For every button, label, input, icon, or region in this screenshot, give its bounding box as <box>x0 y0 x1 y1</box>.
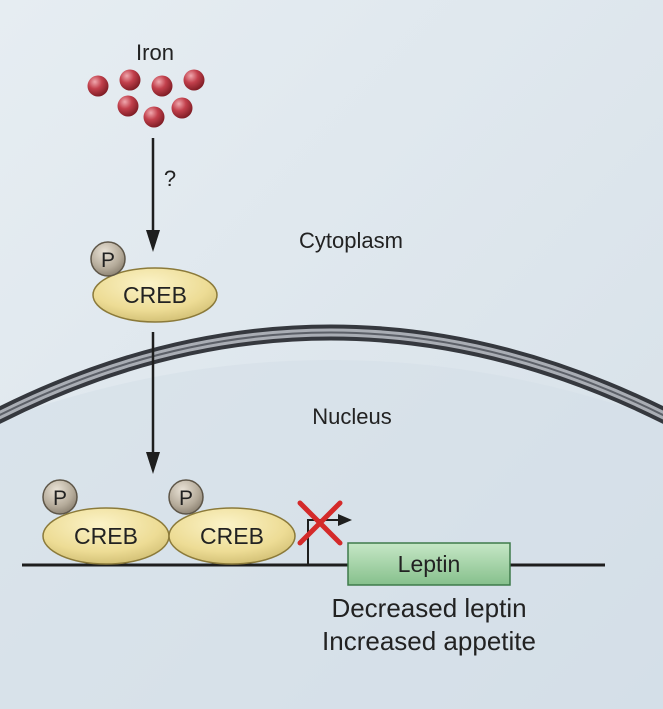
iron-particle <box>87 75 109 97</box>
nucleus-label: Nucleus <box>312 404 391 429</box>
phosphate-label: P <box>101 249 115 272</box>
phosphate-label: P <box>179 487 193 510</box>
iron-particle <box>171 97 193 119</box>
creb-protein <box>92 267 218 323</box>
iron-particle <box>183 69 205 91</box>
arrow-creb-to-nucleus <box>146 332 160 474</box>
creb-label: CREB <box>123 282 187 308</box>
iron-particle <box>143 106 165 128</box>
iron-particle <box>151 75 173 97</box>
outcome-line-1: Decreased leptin <box>331 593 526 623</box>
transcription-start-arrow <box>307 514 352 565</box>
gene-box <box>347 542 511 586</box>
creb-label: CREB <box>200 523 264 549</box>
gene-label: Leptin <box>398 551 461 577</box>
nuclear-creb-dimer: CREB P CREB P <box>42 479 296 565</box>
outcome-line-2: Increased appetite <box>322 626 536 656</box>
phosphate-label: P <box>53 487 67 510</box>
phosphate-group <box>42 479 78 515</box>
phosphate-group <box>90 241 126 277</box>
iron-particles <box>87 69 205 128</box>
cytoplasm-label: Cytoplasm <box>299 228 403 253</box>
blocked-x-icon <box>297 500 343 546</box>
nuclear-envelope <box>0 324 663 424</box>
arrow-iron-to-creb <box>146 138 160 252</box>
iron-label: Iron <box>136 40 174 65</box>
cytoplasmic-creb: CREB P <box>90 241 218 323</box>
creb-label: CREB <box>74 523 138 549</box>
unknown-mechanism-label: ? <box>164 166 176 191</box>
iron-particle <box>117 95 139 117</box>
creb-protein <box>168 507 296 565</box>
phosphate-group <box>168 479 204 515</box>
iron-particle <box>119 69 141 91</box>
leptin-gene: Leptin <box>347 542 511 586</box>
